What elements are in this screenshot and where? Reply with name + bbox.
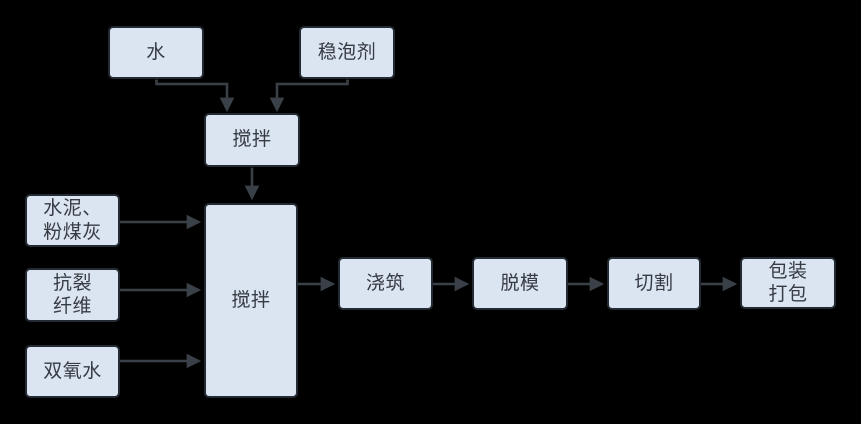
node-stabilizer: 稳泡剂 (299, 26, 395, 79)
node-premix: 搅拌 (204, 113, 300, 167)
node-cement-flyash: 水泥、 粉煤灰 (25, 194, 120, 247)
node-packing: 包装 打包 (740, 257, 836, 309)
node-demolding: 脱模 (472, 257, 568, 310)
node-cement-flyash-label: 水泥、 粉煤灰 (43, 197, 102, 243)
node-fiber-label: 抗裂 纤维 (52, 271, 92, 317)
node-demolding-label: 脱模 (500, 271, 540, 294)
node-pouring-label: 浇筑 (365, 271, 405, 294)
node-peroxide: 双氧水 (25, 345, 120, 398)
node-stabilizer-label: 稳泡剂 (317, 40, 377, 63)
node-pouring: 浇筑 (338, 257, 433, 310)
node-peroxide-label: 双氧水 (43, 359, 102, 382)
node-water-label: 水 (146, 40, 166, 63)
node-cutting: 切割 (607, 257, 701, 310)
node-packing-label: 包装 打包 (768, 259, 808, 305)
edge-stabilizer-to-premix (269, 79, 349, 113)
node-cutting-label: 切割 (634, 271, 674, 294)
node-fiber: 抗裂 纤维 (25, 268, 120, 322)
node-main-mix-label: 搅拌 (231, 288, 271, 311)
edge-water-to-premix (155, 79, 235, 113)
node-water: 水 (108, 26, 204, 79)
node-premix-label: 搅拌 (232, 128, 272, 151)
node-main-mix: 搅拌 (204, 203, 298, 398)
